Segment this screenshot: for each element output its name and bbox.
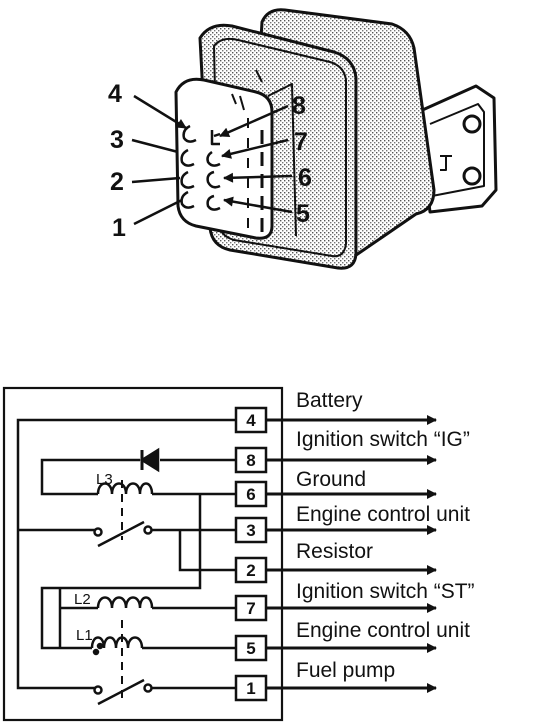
signal-label: Ignition switch “IG” (296, 428, 470, 451)
relay-case-outline (2, 386, 284, 722)
bracket-hole-upper (462, 114, 482, 134)
pin-label: 8 (292, 92, 306, 120)
terminal-number: 2 (246, 561, 255, 580)
signal-label: Battery (296, 389, 363, 412)
terminal-boxes (234, 406, 268, 702)
relay-schematic (2, 386, 437, 722)
terminal-number: 1 (246, 679, 255, 698)
contact-switch-upper (93, 520, 153, 548)
relay-pin-labels: 4 3 2 1 8 7 6 5 (108, 80, 312, 242)
coil-l1 (90, 636, 144, 656)
pin-label: 7 (294, 128, 308, 156)
terminal-number: 6 (246, 485, 255, 504)
terminal-numbers: 4 8 6 3 2 7 5 1 (246, 411, 256, 698)
pins-right (206, 130, 221, 211)
pin-label: 1 (112, 214, 126, 242)
terminal-number: 4 (246, 411, 256, 430)
connector-socket (174, 77, 274, 240)
pins-left (180, 124, 197, 209)
signal-label: Fuel pump (296, 659, 395, 682)
pin-label: 5 (296, 200, 310, 228)
terminal-number: 7 (246, 599, 255, 618)
signal-label: Ground (296, 468, 366, 491)
pin-label: 3 (110, 126, 124, 154)
pin-label: 4 (108, 80, 122, 108)
coil-l2 (96, 596, 154, 609)
diode-symbol (139, 447, 160, 473)
coil-label: L3 (96, 471, 113, 488)
signal-label: Engine control unit (296, 503, 470, 526)
terminal-number: 8 (246, 451, 255, 470)
signal-label: Engine control unit (296, 619, 470, 642)
coil-l3 (96, 482, 154, 495)
terminal-output-lines (266, 415, 437, 693)
pin-leader-lines (131, 94, 293, 226)
signal-label: Resistor (296, 540, 373, 563)
coil-label: L2 (74, 591, 91, 608)
coil-label: L1 (76, 627, 93, 644)
relay-drawing (131, 8, 498, 270)
signal-labels: Battery Ignition switch “IG” Ground Engi… (296, 389, 475, 682)
internal-wiring (16, 418, 236, 690)
signal-label: Ignition switch “ST” (296, 580, 475, 603)
pin-label: 2 (110, 168, 124, 196)
terminal-number: 5 (246, 639, 255, 658)
coil-labels: L3 L2 L1 (74, 471, 113, 644)
terminal-number: 3 (246, 521, 255, 540)
pin-label: 6 (298, 164, 312, 192)
bracket-hole-lower (462, 166, 482, 186)
